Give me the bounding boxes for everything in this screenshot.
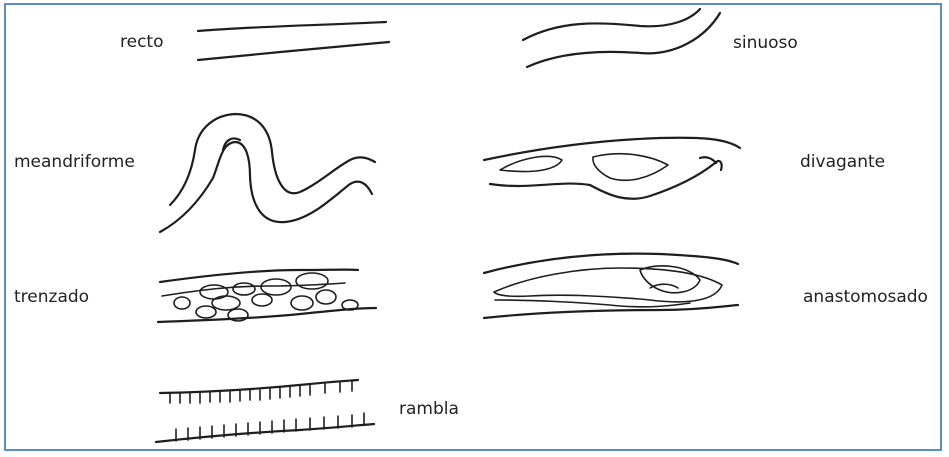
channel-recto (198, 22, 389, 60)
channel-meandriforme (160, 114, 375, 232)
channel-sinuoso (523, 9, 720, 67)
channel-anastomosado (484, 254, 738, 318)
channel-trenzado (158, 270, 376, 322)
channel-divagante (484, 138, 740, 199)
channel-rambla (156, 380, 374, 442)
